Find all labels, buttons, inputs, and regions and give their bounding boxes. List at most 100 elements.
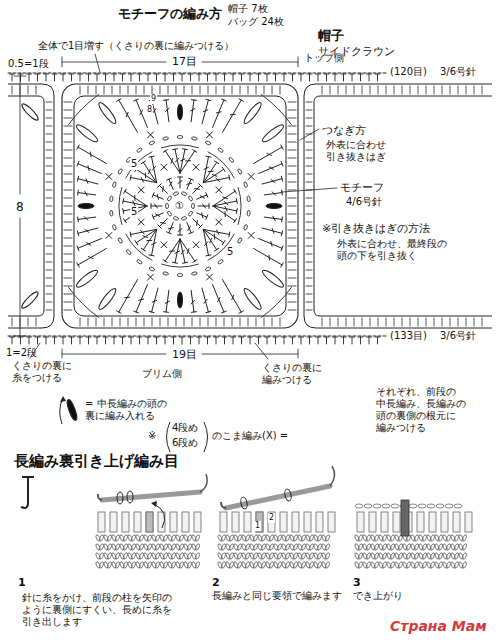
treble-oval (97, 101, 119, 126)
double-crochet (178, 235, 183, 236)
half-double-crochet (358, 74, 363, 75)
treble-oval (97, 287, 119, 312)
fabric-stitch (229, 552, 235, 560)
half-double-crochet (284, 337, 285, 344)
single-crochet (138, 187, 144, 193)
border-stitch (64, 134, 72, 135)
fabric-stitch (446, 552, 452, 560)
fabric-stitch (277, 561, 283, 569)
border-stitch (46, 302, 52, 303)
border-stitch (64, 118, 72, 119)
chain-stitch (436, 504, 444, 508)
half-double-crochet (335, 74, 336, 81)
fabric-stitch (221, 534, 227, 542)
half-double-crochet (180, 74, 185, 75)
stitch-count: 19目 (172, 348, 197, 361)
fabric-stitch (123, 543, 129, 551)
double-crochet (195, 188, 200, 190)
fabric-stitch (358, 561, 364, 569)
half-double-crochet (97, 74, 98, 81)
fabric-stitch (382, 543, 388, 551)
double-crochet (269, 167, 273, 170)
border-stitch (288, 142, 296, 143)
yarn-loop (117, 492, 123, 504)
fabric-stitch (195, 552, 201, 560)
half-double-crochet (341, 337, 346, 338)
arrow-head (151, 501, 157, 507)
fabric-stitch (131, 561, 137, 569)
neighbour-motif-outline (8, 84, 54, 328)
fabric-stitch (107, 552, 113, 560)
border-stitch (128, 86, 129, 94)
fabric-stitch (382, 552, 388, 560)
step-text: 長編みと同じ要領で編みます (212, 590, 342, 602)
chain-arc (119, 187, 122, 225)
double-crochet (239, 99, 243, 102)
chain-arc (126, 234, 153, 261)
fabric-stitch (301, 561, 307, 569)
half-double-crochet (114, 337, 115, 344)
double-crochet (78, 164, 101, 174)
border-stitch (288, 174, 296, 175)
chain-stitch (191, 136, 197, 140)
dimension-tick (14, 336, 26, 337)
border-stitch (184, 318, 185, 326)
double-crochet (152, 166, 155, 170)
double-crochet (145, 173, 146, 178)
half-double-crochet (171, 74, 176, 75)
border-stitch (80, 86, 81, 94)
chain-stitch (205, 140, 211, 145)
fabric-stitch (277, 543, 283, 551)
fabric-stitch (317, 534, 323, 542)
half-double-crochet (301, 74, 302, 81)
half-double-crochet (224, 337, 225, 344)
fabric-stitch (454, 561, 460, 569)
half-double-crochet (352, 74, 353, 81)
symbol-meaning: = 中長編みの頭の 裏に編み入れる (85, 398, 177, 422)
fabric-stitch (293, 543, 299, 551)
fabric-stitch (115, 561, 121, 569)
chain-stitch (355, 504, 363, 508)
border-stitch (410, 318, 411, 326)
double-crochet (223, 100, 242, 132)
double-crochet (77, 190, 79, 195)
double-crochet (218, 297, 221, 301)
double-crochet (77, 263, 80, 267)
double-crochet (203, 229, 223, 242)
double-crochet (178, 180, 182, 183)
half-double-crochet (350, 74, 355, 75)
single-crochet (106, 232, 112, 238)
double-crochet (117, 99, 121, 102)
border-stitch (46, 222, 52, 223)
double-crochet (176, 158, 179, 162)
single-crochet (248, 232, 254, 238)
chain-stitch (167, 211, 172, 217)
half-double-crochet (69, 337, 74, 338)
double-crochet (178, 229, 182, 232)
fabric-stitch (277, 552, 283, 560)
border-stitch (12, 318, 13, 326)
border-stitch (64, 262, 72, 263)
border-stitch (442, 318, 443, 326)
double-crochet (281, 161, 283, 166)
half-double-crochet (52, 337, 57, 338)
fabric-stitch (99, 561, 105, 569)
half-double-crochet (341, 74, 346, 75)
half-double-crochet (54, 74, 55, 81)
double-crochet (206, 193, 208, 198)
chain-stitch (112, 182, 117, 188)
border-stitch (434, 318, 435, 326)
double-crochet (119, 280, 138, 312)
double-crochet (224, 202, 228, 205)
single-crochet (216, 187, 222, 193)
fabric-stitch (261, 543, 267, 551)
fabric-stitch (382, 534, 388, 542)
single-crochet (138, 219, 144, 225)
double-crochet (154, 204, 157, 208)
border-stitch (288, 278, 296, 279)
fabric-stitch (398, 561, 404, 569)
stitch-column (122, 512, 129, 532)
chain-stitch (163, 271, 169, 275)
section-heading: 長編み裏引き上げ編み目 (14, 452, 179, 470)
double-crochet (206, 215, 208, 220)
